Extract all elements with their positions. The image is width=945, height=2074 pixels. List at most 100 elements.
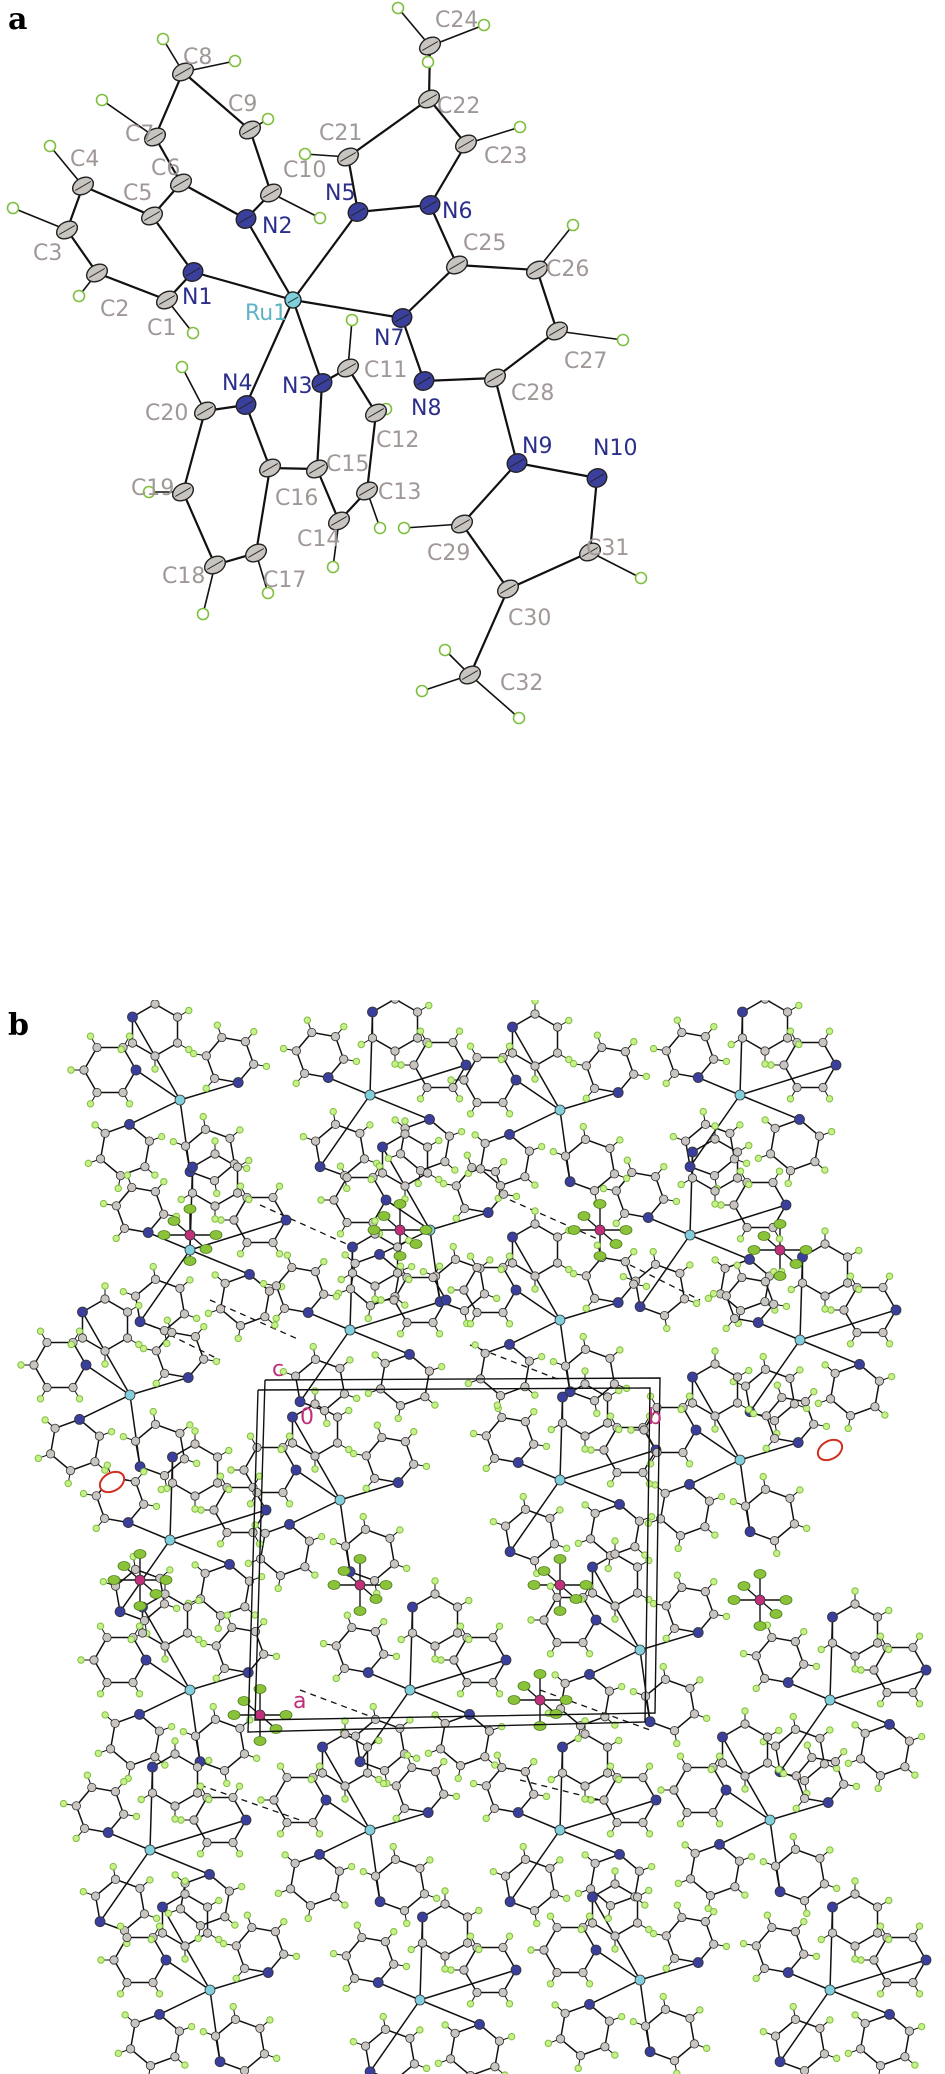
packing-hydrogen [441,1887,449,1895]
packing-hydrogen [825,1095,834,1103]
packing-carbon [389,1295,399,1305]
packing-carbon [240,1037,251,1047]
packing-ruthenium [184,1684,196,1696]
ellipsoid-axis [448,260,466,270]
packing-carbon [479,1289,490,1299]
packing-carbon [768,1177,778,1188]
packing-hydrogen [346,1356,354,1364]
packing-carbon [219,1663,230,1673]
packing-hydrogen [629,2017,638,2026]
hydrogen-atom [298,147,312,161]
packing-hydrogen [364,1389,373,1398]
atom-c1 [155,290,179,310]
packing-carbon [319,1406,330,1416]
panel-label-a: a [8,2,28,37]
packing-hydrogen [275,1182,284,1190]
packing-hydrogen [416,1027,425,1035]
packing-nitrogen [440,1294,452,1306]
packing-carbon [422,1168,433,1178]
atom-label-n4: N4 [222,371,252,396]
packing-hydrogen [812,1952,821,1961]
packing-hydrogen [186,1276,194,1284]
metal-ligand-bond [779,1989,831,2063]
ellipsoid-axis [416,376,432,386]
packing-nitrogen [644,1716,656,1728]
packing-hydrogen [17,1361,25,1369]
atom-c17 [244,543,268,563]
packing-carbon [110,1874,121,1884]
packing-carbon [260,1312,270,1322]
packing-carbon [815,1733,825,1743]
hydrogen-atom [512,711,526,725]
packing-carbon [610,1879,620,1889]
ellipsoid-axis [158,295,176,305]
packing-carbon [488,1677,498,1688]
packing-carbon [339,1663,350,1673]
packing-hydrogen [215,1935,223,1944]
packing-ruthenium [144,1844,156,1856]
packing-hydrogen [279,1044,288,1053]
packing-hydrogen [647,1512,656,1521]
packing-carbon [732,1398,743,1408]
metal-ligand-bond [639,1979,651,2052]
packing-carbon [212,1478,223,1488]
unit-cell-edge-back [254,1377,661,1721]
packing-carbon [370,1627,381,1637]
packing-hydrogen [125,1100,134,1108]
packing-hydrogen [345,1406,353,1415]
packing-nitrogen [557,1391,568,1403]
packing-hydrogen [676,1752,685,1760]
packing-carbon [710,1359,720,1369]
packing-hydrogen [717,1201,725,1209]
metal-ligand-bond [379,1229,431,1256]
packing-carbon [560,1361,571,1371]
packing-hydrogen [465,1596,473,1605]
packing-hydrogen [662,1964,670,1973]
metal-ligand-bond [697,1076,741,1096]
packing-nitrogen [774,1886,786,1898]
packing-hydrogen [317,1196,325,1204]
packing-hydrogen [611,1867,619,1875]
packing-nitrogen [372,1977,384,1988]
metal-ligand-bond [169,1456,174,1541]
metal-ligand-bond [409,1606,414,1691]
ellipsoid-axis [238,214,254,224]
packing-carbon [170,2052,180,2062]
packing-hydrogen [530,1757,538,1766]
packing-hydrogen [392,1652,401,1661]
packing-carbon [239,1963,250,1973]
packing-carbon [792,1082,802,1093]
bond [315,468,341,522]
bond [181,410,207,493]
packing-ring [463,1266,517,1314]
packing-carbon [494,2036,505,2046]
packing-hydrogen [752,1974,760,1983]
packing-hydrogen [332,1292,341,1301]
packing-carbon [612,1817,622,1828]
packing-fluorine [353,1554,367,1564]
packing-hydrogen [722,1612,731,1621]
packing-ring [93,1636,147,1684]
packing-hydrogen [846,1272,855,1280]
packing-carbon [685,1874,696,1884]
packing-fluorine [593,1199,607,1209]
packing-ruthenium [824,1984,836,1996]
packing-nitrogen [507,1021,518,1033]
atom-label-n10: N10 [593,436,637,461]
packing-carbon [609,1379,620,1389]
bond [423,376,496,383]
packing-carbon [92,1042,102,1053]
packing-carbon [68,1382,78,1393]
packing-hydrogen [463,1151,472,1159]
packing-carbon [330,1032,341,1042]
packing-carbon [159,1471,170,1481]
packing-carbon [632,1918,643,1928]
metal-ligand-bond [799,1339,860,1366]
packing-hydrogen [212,1357,221,1366]
packing-hydrogen [167,1722,176,1731]
ellipsoid-axis [185,267,201,277]
packing-hydrogen [132,1812,141,1821]
packing-hydrogen [581,1501,589,1509]
packing-hydrogen [149,1262,157,1271]
packing-hydrogen [391,1060,399,1068]
